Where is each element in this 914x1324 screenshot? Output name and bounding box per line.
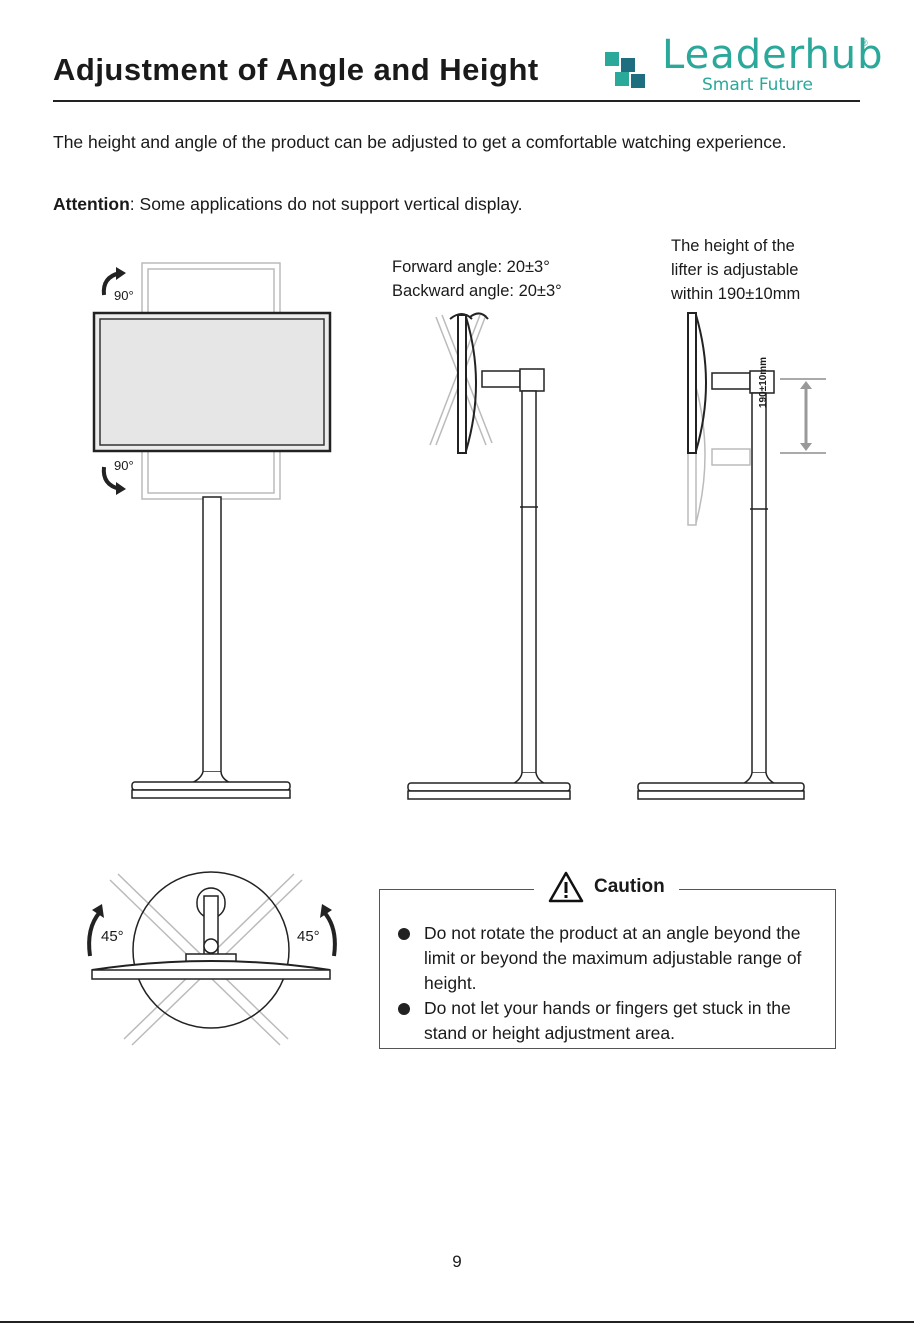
intro-text: The height and angle of the product can … bbox=[53, 132, 787, 152]
height-label-line1: The height of the bbox=[671, 237, 795, 255]
page-number: 9 bbox=[452, 1252, 462, 1271]
tilt-forward-label: Forward angle: 20±3° bbox=[392, 258, 550, 276]
bullet-dot-icon bbox=[398, 1003, 410, 1015]
attention-label: Attention bbox=[53, 194, 130, 214]
rotation-up-angle: 90° bbox=[114, 288, 134, 303]
caution-item-text: Do not rotate the product at an angle be… bbox=[424, 923, 802, 993]
page-title: Adjustment of Angle and Height bbox=[53, 52, 539, 87]
caution-title: Caution bbox=[594, 876, 665, 897]
caution-item: Do not rotate the product at an angle be… bbox=[396, 921, 826, 996]
swivel-left-angle: 45° bbox=[101, 928, 124, 945]
height-label-line3: within 190±10mm bbox=[671, 285, 801, 303]
brand-tagline: Smart Future bbox=[702, 75, 813, 95]
caution-item: Do not let your hands or fingers get stu… bbox=[396, 996, 826, 1046]
attention-text: : Some applications do not support verti… bbox=[129, 194, 523, 214]
swivel-right-angle: 45° bbox=[297, 928, 320, 945]
brand-logo-icon bbox=[605, 52, 645, 88]
warning-icon bbox=[548, 871, 584, 903]
rotation-illustration bbox=[92, 262, 332, 799]
attention-note: Attention: Some applications do not supp… bbox=[53, 194, 522, 215]
caution-item-text: Do not let your hands or fingers get stu… bbox=[424, 998, 791, 1043]
tilt-backward-label: Backward angle: 20±3° bbox=[392, 282, 562, 300]
brand-name: Leaderhub bbox=[662, 32, 884, 78]
rotation-down-angle: 90° bbox=[114, 458, 134, 473]
height-dimension-label: 190±10mm bbox=[758, 356, 769, 408]
swivel-illustration bbox=[87, 871, 337, 1046]
brand-registered-mark: ® bbox=[861, 38, 868, 48]
height-label-line2: lifter is adjustable bbox=[671, 261, 799, 279]
tilt-illustration bbox=[407, 312, 571, 800]
caution-heading: Caution bbox=[534, 870, 679, 904]
footer-rule bbox=[0, 1321, 914, 1323]
bullet-dot-icon bbox=[398, 928, 410, 940]
height-illustration bbox=[637, 312, 826, 800]
header-rule bbox=[53, 100, 860, 102]
